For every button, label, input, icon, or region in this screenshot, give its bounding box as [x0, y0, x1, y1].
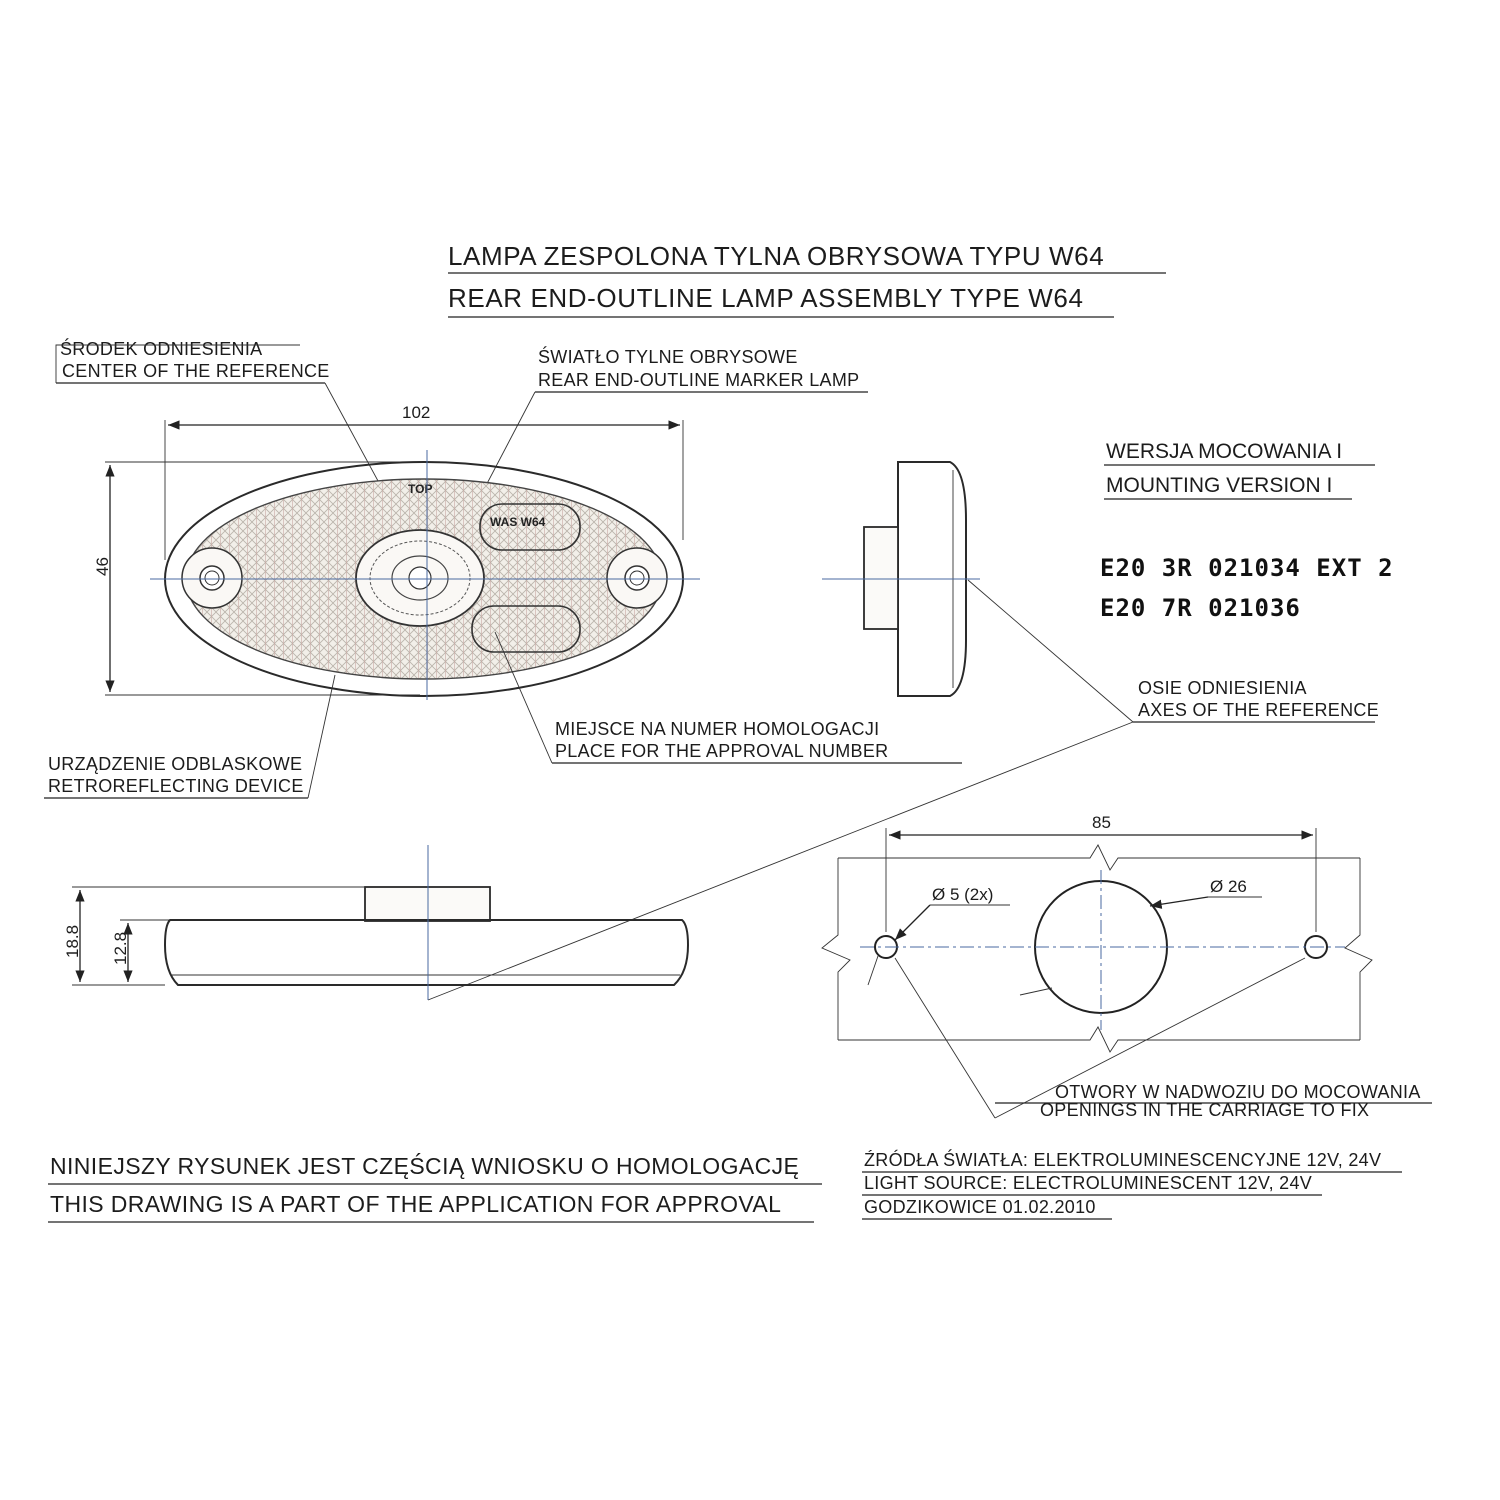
- mounting-version-pl: WERSJA MOCOWANIA I: [1106, 440, 1342, 463]
- mounting-version-en: MOUNTING VERSION I: [1106, 474, 1332, 497]
- bottom-view: 18.8 12.8: [63, 845, 690, 1000]
- title-english: REAR END-OUTLINE LAMP ASSEMBLY TYPE W64: [448, 283, 1084, 313]
- marking-maker: WAS W64: [490, 515, 546, 529]
- approval-code-1: E20 3R 021034 EXT 2: [1100, 554, 1394, 582]
- label-center-reference-pl: ŚRODEK ODNIESIENIA: [60, 338, 262, 359]
- dimension-total-depth: 18.8: [63, 925, 82, 958]
- dimension-small-holes: Ø 5 (2x): [932, 885, 993, 904]
- carriage-holes-view: 85 Ø 5 (2x) Ø 26 OTWORY W NADWOZIU DO MO…: [821, 813, 1432, 1120]
- label-openings-en: OPENINGS IN THE CARRIAGE TO FIX: [1040, 1100, 1369, 1120]
- label-marker-lamp-pl: ŚWIATŁO TYLNE OBRYSOWE: [538, 346, 798, 367]
- bottom-view-body: [163, 919, 690, 986]
- dimension-hole-spacing: 85: [1092, 813, 1111, 832]
- light-source-pl: ŹRÓDŁA ŚWIATŁA: ELEKTROLUMINESCENCYJNE 1…: [864, 1149, 1381, 1170]
- approval-number-plate: [471, 605, 581, 653]
- approval-code-2: E20 7R 021036: [1100, 594, 1301, 622]
- label-center-reference-en: CENTER OF THE REFERENCE: [62, 361, 330, 381]
- mounting-version-block: WERSJA MOCOWANIA I MOUNTING VERSION I E2…: [1100, 440, 1394, 622]
- right-mounting-hole: [624, 565, 650, 591]
- side-view: [822, 461, 980, 697]
- label-retroreflector-pl: URZĄDZENIE ODBLASKOWE: [48, 754, 302, 774]
- lamp-side-profile: [897, 461, 967, 697]
- footer-notes: NINIEJSZY RYSUNEK JEST CZĘŚCIĄ WNIOSKU O…: [48, 1149, 1402, 1223]
- note-polish: NINIEJSZY RYSUNEK JEST CZĘŚCIĄ WNIOSKU O…: [50, 1152, 799, 1179]
- left-mounting-hole: [199, 565, 225, 591]
- title-polish: LAMPA ZESPOLONA TYLNA OBRYSOWA TYPU W64: [448, 241, 1104, 271]
- label-axes-pl: OSIE ODNIESIENIA: [1138, 678, 1307, 698]
- marking-top: TOP: [408, 482, 432, 496]
- axes-reference-callout: OSIE ODNIESIENIA AXES OF THE REFERENCE: [427, 579, 1379, 1001]
- note-english: THIS DRAWING IS A PART OF THE APPLICATIO…: [50, 1191, 781, 1217]
- label-openings-pl: OTWORY W NADWOZIU DO MOCOWANIA: [1055, 1082, 1421, 1102]
- label-retroreflector-en: RETROREFLECTING DEVICE: [48, 776, 304, 796]
- label-marker-lamp-en: REAR END-OUTLINE MARKER LAMP: [538, 370, 859, 390]
- dimension-body-depth: 12.8: [111, 932, 130, 965]
- drawing-title: LAMPA ZESPOLONA TYLNA OBRYSOWA TYPU W64 …: [448, 241, 1166, 318]
- label-axes-en: AXES OF THE REFERENCE: [1138, 700, 1379, 720]
- place-and-date: GODZIKOWICE 01.02.2010: [864, 1197, 1096, 1217]
- label-approval-place-pl: MIEJSCE NA NUMER HOMOLOGACJI: [555, 719, 879, 739]
- dimension-width: 102: [402, 403, 430, 422]
- dimension-height: 46: [93, 557, 112, 576]
- side-mounting-spigot: [863, 526, 899, 630]
- label-approval-place-en: PLACE FOR THE APPROVAL NUMBER: [555, 741, 888, 761]
- light-source-en: LIGHT SOURCE: ELECTROLUMINESCENT 12V, 24…: [864, 1173, 1312, 1193]
- upper-marking-plate: [479, 503, 581, 551]
- front-view: ŚRODEK ODNIESIENIA CENTER OF THE REFEREN…: [44, 338, 962, 799]
- center-of-reference: [408, 566, 432, 590]
- dimension-large-hole: Ø 26: [1210, 877, 1247, 896]
